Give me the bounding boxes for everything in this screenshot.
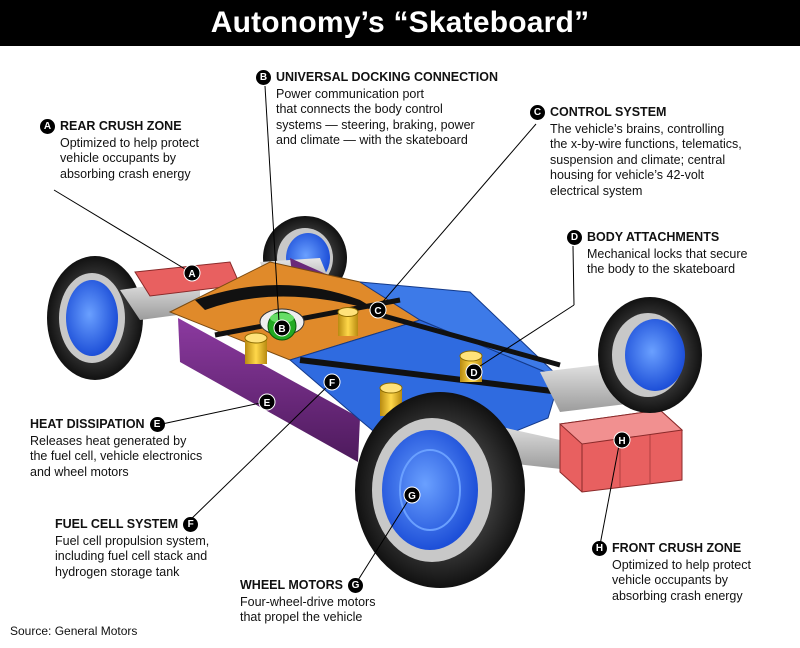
callout-heading: WHEEL MOTORS [240, 578, 344, 592]
callout-control-system: C CONTROL SYSTEM The vehicle’s brains, co… [530, 105, 780, 199]
callout-desc: Mechanical locks that secure the body to… [587, 246, 748, 277]
callout-desc: Optimized to help protect vehicle occupa… [612, 557, 751, 603]
label-g-badge: G [348, 578, 364, 594]
title-bar: Autonomy’s “Skateboard” [0, 0, 800, 46]
callout-body-attachments: D BODY ATTACHMENTS Mechanical locks that … [567, 230, 787, 278]
callout-desc: The vehicle’s brains, controlling the x-… [550, 121, 742, 198]
svg-text:A: A [188, 269, 195, 280]
label-h-badge: H [592, 541, 607, 557]
svg-text:F: F [329, 378, 335, 389]
source-credit: Source: General Motors [10, 624, 138, 638]
svg-text:E: E [264, 398, 271, 409]
callout-universal-docking-connection: B UNIVERSAL DOCKING CONNECTION Power comm… [256, 70, 516, 149]
label-b-badge: B [256, 70, 271, 86]
svg-text:G: G [408, 491, 416, 502]
callout-heading: CONTROL SYSTEM [550, 105, 667, 119]
label-a-badge: A [40, 119, 55, 135]
svg-text:B: B [278, 324, 285, 335]
callout-heat-dissipation: HEAT DISSIPATION E Releases heat generate… [30, 417, 230, 480]
callout-desc: Optimized to help protect vehicle occupa… [60, 135, 199, 181]
label-c-badge: C [530, 105, 545, 121]
svg-text:C: C [374, 306, 381, 317]
front-right-wheel [598, 297, 702, 413]
callout-heading: REAR CRUSH ZONE [60, 119, 182, 133]
svg-text:H: H [618, 436, 625, 447]
callout-wheel-motors: WHEEL MOTORS G Four-wheel-drive motors th… [240, 578, 420, 626]
callout-desc: Releases heat generated by the fuel cell… [30, 433, 203, 479]
label-f-badge: F [183, 517, 199, 533]
callout-heading: HEAT DISSIPATION [30, 417, 145, 431]
callout-desc: Power communication port that connects t… [276, 86, 475, 148]
page-title: Autonomy’s “Skateboard” [210, 6, 590, 39]
callout-heading: UNIVERSAL DOCKING CONNECTION [276, 70, 499, 84]
callout-desc: Fuel cell propulsion system, including f… [55, 533, 210, 579]
callout-rear-crush-zone: A REAR CRUSH ZONE Optimized to help prote… [40, 119, 230, 182]
callout-front-crush-zone: H FRONT CRUSH ZONE Optimized to help prot… [592, 541, 792, 604]
diagram-markers: A B C D E F G H [183, 264, 631, 504]
callout-desc: Four-wheel-drive motors that propel the … [240, 594, 376, 625]
rear-left-wheel [47, 256, 143, 380]
label-e-badge: E [149, 417, 165, 433]
label-d-badge: D [567, 230, 582, 246]
callout-heading: BODY ATTACHMENTS [587, 230, 720, 244]
callout-heading: FUEL CELL SYSTEM [55, 517, 179, 531]
callout-fuel-cell-system: FUEL CELL SYSTEM F Fuel cell propulsion s… [55, 517, 255, 580]
callout-heading: FRONT CRUSH ZONE [612, 541, 742, 555]
front-left-wheel [355, 392, 525, 588]
svg-text:D: D [470, 368, 477, 379]
